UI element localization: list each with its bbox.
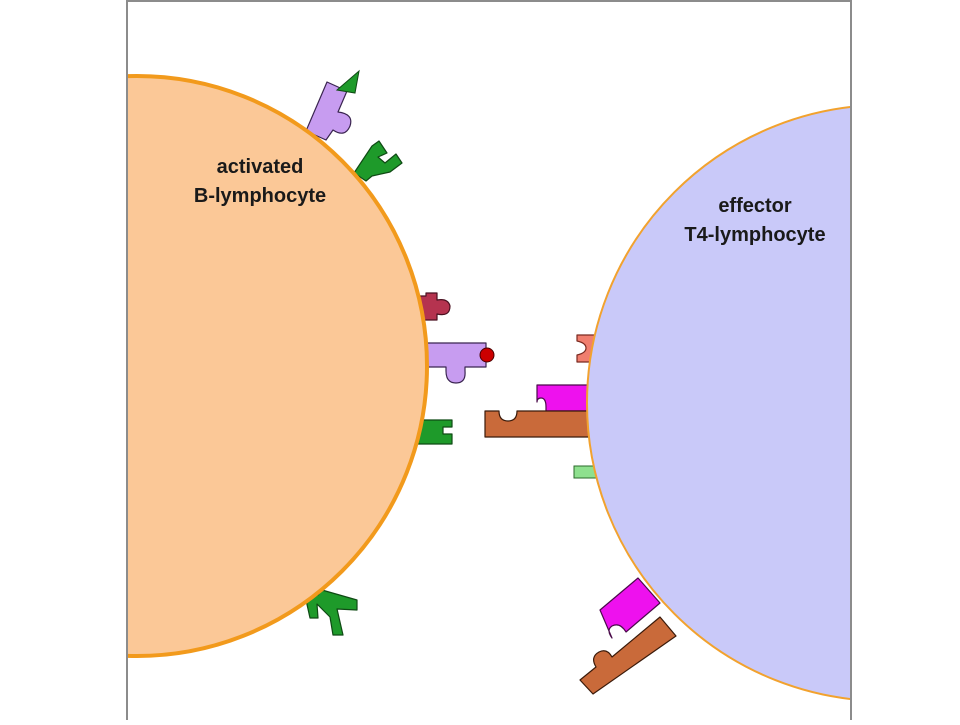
cd4-coreceptor-lower (599, 577, 661, 639)
t-cell-receptor-middle (484, 410, 601, 438)
antibody-receptor-upper (353, 140, 403, 182)
mhc-antigen-complex-middle (409, 342, 495, 384)
t-cell-receptor-lower (579, 616, 677, 695)
b-lymphocyte-label: activated B-lymphocyte (160, 153, 360, 211)
cd4-coreceptor-middle (536, 384, 601, 412)
b-lymphocyte-cell (127, 74, 429, 658)
t-lymphocyte-label-line1: effector (718, 195, 792, 217)
b-lymphocyte-label-line2: B-lymphocyte (193, 185, 327, 207)
mhc-antigen-complex-upper (305, 69, 360, 141)
t-lymphocyte-cell (586, 105, 851, 701)
diagram-content (127, 69, 851, 701)
t-lymphocyte-label: effector T4-lymphocyte (655, 192, 855, 250)
t-lymphocyte-label-line2: T4-lymphocyte (684, 224, 826, 246)
b-lymphocyte-label-line1: activated (216, 156, 304, 178)
